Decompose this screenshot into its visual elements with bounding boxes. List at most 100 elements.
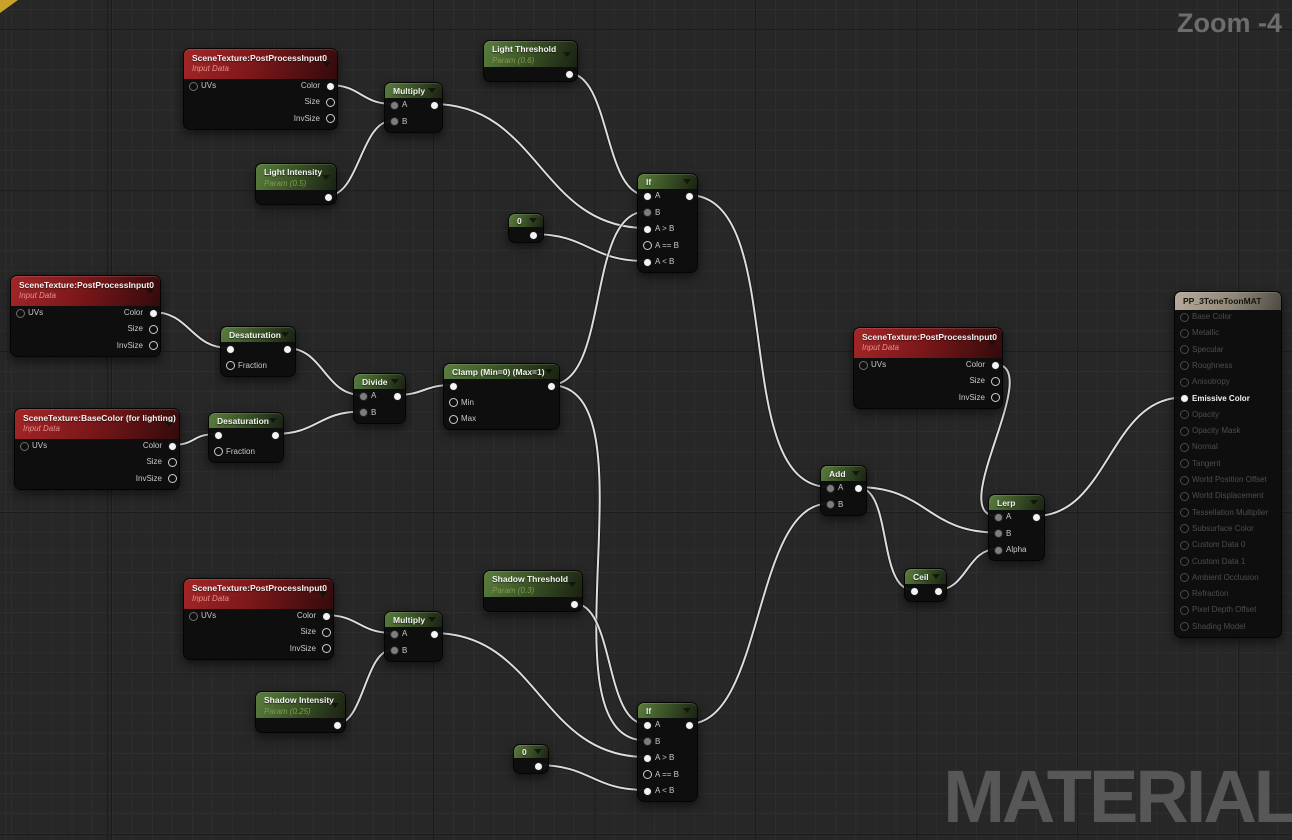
pp_mat-input-pin-World Position Offset[interactable] — [1179, 475, 1189, 485]
if_bot-input-pin-A > B[interactable] — [642, 753, 652, 763]
chevron-down-icon[interactable] — [529, 218, 537, 223]
node-zero_top[interactable]: 0 — [508, 213, 544, 243]
chevron-down-icon[interactable] — [323, 61, 331, 67]
chevron-down-icon[interactable] — [428, 88, 436, 93]
scenetex_mid-output-pin-Size[interactable] — [148, 324, 158, 334]
pp_mat-input-pin-Custom Data 0[interactable] — [1179, 540, 1189, 550]
scenetex_top-output-pin-Color[interactable] — [325, 81, 335, 91]
clamp-input-pin-Max[interactable] — [448, 414, 458, 424]
if_top-input-pin-A > B[interactable] — [642, 224, 652, 234]
if_top-input-pin-A[interactable] — [642, 191, 652, 201]
add-output-pin-0[interactable] — [853, 483, 863, 493]
wire-scenetex_bot-to-multiply_bot[interactable] — [324, 614, 394, 634]
scenetex_bot-output-pin-Size[interactable] — [321, 627, 331, 637]
multiply_bot-input-pin-A[interactable] — [389, 629, 399, 639]
ceil-input-pin-0[interactable] — [909, 586, 919, 596]
wire-if_bot-to-add[interactable] — [687, 502, 830, 725]
pp_mat-input-pin-Tessellation Multiplier[interactable] — [1179, 508, 1189, 518]
desat_bot-input-pin-Fraction[interactable] — [213, 447, 223, 456]
if_top-input-pin-B[interactable] — [642, 208, 652, 217]
wire-clamp-to-if_bot[interactable] — [549, 384, 647, 742]
if_top-input-pin-A == B[interactable] — [642, 241, 652, 250]
if_bot-output-pin-0[interactable] — [684, 720, 694, 730]
scenetex_base-output-pin-Color[interactable] — [167, 441, 177, 451]
chevron-down-icon[interactable] — [545, 369, 553, 374]
node-zero_bot[interactable]: 0 — [513, 744, 549, 774]
scenetex_right-output-pin-Size[interactable] — [990, 376, 1000, 386]
scenetex_top-output-pin-Size[interactable] — [325, 97, 335, 107]
scenetex_top-input-pin-UVs[interactable] — [188, 81, 198, 91]
lerp-input-pin-Alpha[interactable] — [993, 545, 1003, 555]
pp_mat-input-pin-Opacity Mask[interactable] — [1179, 426, 1189, 436]
zero_top-output-pin-0[interactable] — [528, 230, 538, 240]
light_intensity-output-pin-0[interactable] — [323, 192, 333, 202]
if_bot-input-pin-A == B[interactable] — [642, 770, 652, 779]
desat_top-input-pin-Fraction[interactable] — [225, 361, 235, 370]
wire-multiply_top-to-if_top[interactable] — [432, 103, 647, 229]
desat_top-output-pin-0[interactable] — [282, 344, 292, 354]
wire-scenetex_mid-to-desat_top[interactable] — [151, 311, 230, 349]
pp_mat-input-pin-Refraction[interactable] — [1179, 589, 1189, 599]
chevron-down-icon[interactable] — [683, 708, 691, 713]
node-ceil[interactable]: Ceil — [904, 568, 947, 602]
scenetex_base-input-pin-UVs[interactable] — [19, 441, 29, 451]
divide-output-pin-0[interactable] — [392, 391, 402, 401]
if_top-input-pin-A < B[interactable] — [642, 257, 652, 267]
scenetex_base-output-pin-InvSize[interactable] — [167, 474, 177, 484]
lerp-output-pin-0[interactable] — [1031, 512, 1041, 522]
multiply_bot-input-pin-B[interactable] — [389, 646, 399, 655]
wire-lerp-to-pp_mat[interactable] — [1034, 396, 1184, 517]
node-header[interactable]: Divide — [354, 374, 405, 389]
scenetex_mid-input-pin-UVs[interactable] — [15, 308, 25, 318]
chevron-down-icon[interactable] — [683, 179, 691, 184]
wire-shadow_threshold-to-if_bot[interactable] — [572, 602, 647, 725]
chevron-down-icon[interactable] — [428, 617, 436, 622]
chevron-down-icon[interactable] — [852, 471, 860, 476]
pp_mat-input-pin-Pixel Depth Offset[interactable] — [1179, 605, 1189, 615]
chevron-down-icon[interactable] — [568, 581, 576, 587]
pp_mat-input-pin-Shading Model[interactable] — [1179, 622, 1189, 632]
scenetex_mid-output-pin-InvSize[interactable] — [148, 341, 158, 351]
pp_mat-input-pin-Custom Data 1[interactable] — [1179, 557, 1189, 566]
pp_mat-input-pin-Metallic[interactable] — [1179, 328, 1189, 338]
multiply_top-output-pin-0[interactable] — [429, 100, 439, 110]
clamp-input-pin-Min[interactable] — [448, 398, 458, 407]
wire-desat_bot-to-divide[interactable] — [273, 410, 363, 435]
node-header[interactable]: Add — [821, 466, 866, 481]
pp_mat-input-pin-Emissive Color[interactable] — [1179, 394, 1189, 403]
chevron-down-icon[interactable] — [988, 340, 996, 346]
chevron-down-icon[interactable] — [1030, 500, 1038, 505]
multiply_top-input-pin-B[interactable] — [389, 117, 399, 126]
scenetex_base-output-pin-Size[interactable] — [167, 457, 177, 467]
pp_mat-input-pin-Normal[interactable] — [1179, 442, 1189, 452]
wire-add-to-lerp[interactable] — [856, 486, 998, 534]
light_threshold-output-pin-0[interactable] — [564, 69, 574, 79]
scenetex_bot-input-pin-UVs[interactable] — [188, 611, 198, 621]
add-input-pin-B[interactable] — [825, 500, 835, 509]
chevron-down-icon[interactable] — [319, 591, 327, 597]
node-header[interactable]: 0 — [514, 745, 548, 758]
chevron-down-icon[interactable] — [932, 574, 940, 579]
clamp-output-pin-0[interactable] — [546, 381, 556, 391]
node-scenetex_base[interactable]: SceneTexture:BaseColor (for lighting)Inp… — [14, 408, 180, 490]
desat_bot-input-pin-0[interactable] — [213, 430, 223, 440]
node-header[interactable]: If — [638, 703, 697, 718]
node-header[interactable]: Multiply — [385, 612, 442, 627]
scenetex_right-output-pin-Color[interactable] — [990, 360, 1000, 370]
shadow_threshold-output-pin-0[interactable] — [569, 599, 579, 609]
chevron-down-icon[interactable] — [391, 379, 399, 384]
